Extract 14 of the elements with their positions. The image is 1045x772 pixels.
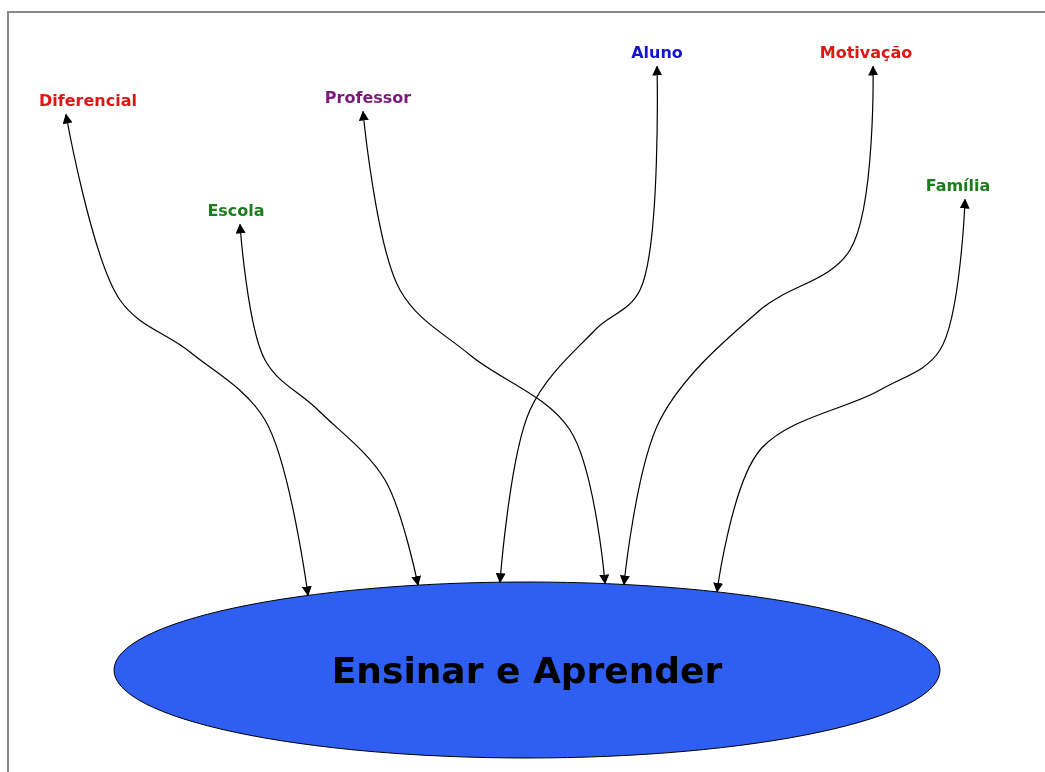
concept-label: Professor	[324, 87, 412, 107]
node-label: Ensinar e Aprender	[330, 649, 724, 691]
curved-arrow	[358, 110, 610, 585]
curved-arrow	[713, 198, 970, 593]
concept-label: Diferencial	[39, 90, 137, 110]
concept-label: Aluno	[631, 42, 683, 62]
concept-label: Família	[925, 175, 991, 195]
curved-arrow	[619, 65, 879, 586]
concept-label: Escola	[207, 200, 265, 220]
curved-arrow	[235, 223, 422, 587]
concept-label: Motivação	[819, 42, 913, 62]
curved-arrow	[62, 113, 312, 597]
ellipse-node	[114, 582, 940, 758]
curved-arrow	[495, 65, 663, 584]
